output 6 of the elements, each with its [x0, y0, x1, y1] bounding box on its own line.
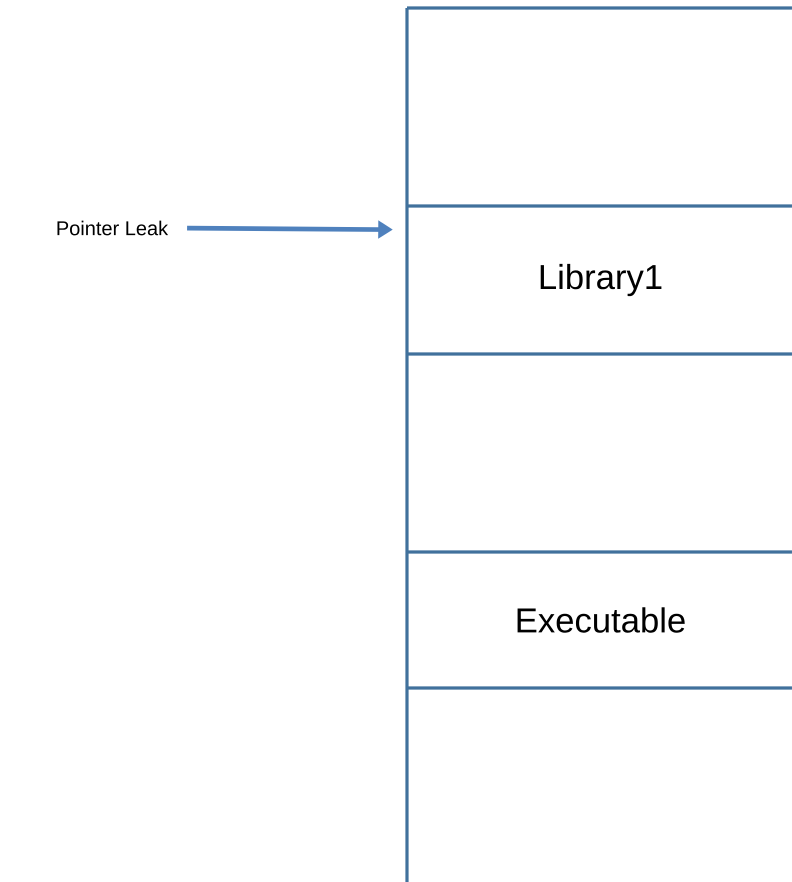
pointer-label: Pointer Leak	[57, 220, 168, 236]
memory-segment: Executable	[405, 550, 792, 688]
empty-memory-segment	[405, 352, 792, 552]
empty-memory-segment	[405, 6, 792, 206]
empty-memory-segment	[405, 686, 792, 882]
memory-segment: Library1	[405, 204, 792, 354]
